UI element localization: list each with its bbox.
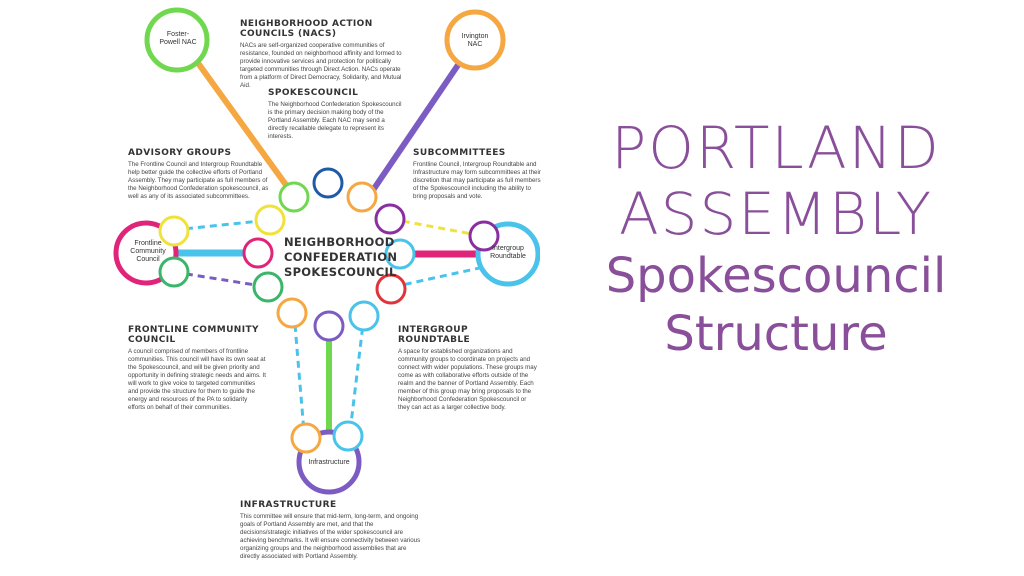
advisory-body: The Frontline Council and Intergroup Rou…	[128, 161, 269, 200]
spoke-circle	[384, 238, 416, 270]
link-infra-right	[348, 315, 366, 433]
title-panel	[540, 0, 1024, 576]
node-foster-powell	[144, 7, 210, 73]
link-frontline-bottom	[173, 270, 269, 289]
spoke-foster-powell	[182, 42, 297, 199]
nacs-heading: NEIGHBORHOOD ACTION COUNCILS (NACS)	[240, 19, 373, 39]
advisory-heading: ADVISORY GROUPS	[128, 148, 232, 158]
title-line-2: ASSEMBLY	[618, 180, 933, 248]
link-frontline-top	[173, 218, 271, 232]
spoke-circle	[348, 300, 380, 332]
advisory-section: ADVISORY GROUPS The Frontline Council an…	[128, 148, 270, 201]
irvington-label: Irvington NAC	[461, 33, 489, 48]
link-infra-left	[292, 312, 306, 433]
infrastructure-section: INFRASTRUCTURE This committee will ensur…	[240, 500, 426, 561]
spoke-circle	[312, 167, 344, 199]
spoke-circle	[278, 181, 310, 213]
intergroup-label: Intergroup Roundtable	[490, 245, 526, 260]
spokescouncil-heading: SPOKESCOUNCIL	[268, 88, 359, 98]
left-margin	[0, 0, 108, 576]
spoke-circle	[375, 273, 407, 305]
nacs-body: NACs are self-organized cooperative comm…	[240, 42, 402, 89]
intergroup-heading: INTERGROUP ROUNDTABLE	[398, 325, 471, 345]
spoke-circle	[252, 271, 284, 303]
title-line-3: Spokescouncil	[605, 248, 947, 304]
spoke-circle	[468, 220, 500, 252]
infrastructure-body: This committee will ensure that mid-term…	[240, 513, 421, 560]
spoke-circle	[158, 256, 190, 288]
spokescouncil-body: The Neighborhood Confederation Spokescou…	[268, 101, 402, 140]
subcommittees-heading: SUBCOMMITTEES	[413, 148, 506, 158]
spoke-circle	[346, 181, 378, 213]
infrastructure-heading: INFRASTRUCTURE	[240, 500, 337, 510]
spoke-circle	[374, 203, 406, 235]
spoke-circle	[290, 422, 322, 454]
subcommittees-section: SUBCOMMITTEES Frontline Council, Intergr…	[413, 148, 541, 201]
title-line-1: PORTLAND	[611, 114, 941, 182]
spoke-circle	[158, 215, 190, 247]
intergroup-body: A space for established organizations an…	[398, 348, 537, 411]
spokescouncil-diagram	[113, 7, 540, 495]
intergroup-section: INTERGROUP ROUNDTABLE A space for establ…	[398, 325, 538, 412]
frontline-body: A council comprised of members of frontl…	[128, 348, 266, 411]
spoke-circle	[332, 420, 364, 452]
foster-powell-label: Foster-Powell NAC	[159, 31, 197, 46]
subcommittees-body: Frontline Council, Intergroup Roundtable…	[413, 161, 541, 200]
center-label: NEIGHBORHOOD CONFEDERATION SPOKESCOUNCIL	[284, 235, 398, 279]
node-irvington	[444, 9, 506, 71]
spokescouncil-section: SPOKESCOUNCIL The Neighborhood Confedera…	[268, 88, 404, 141]
spoke-circle	[254, 204, 286, 236]
spoke-circle	[313, 310, 345, 342]
infrastructure-label: Infrastructure	[308, 459, 350, 466]
spoke-circle	[276, 297, 308, 329]
frontline-section: FRONTLINE COMMUNITY COUNCIL A council co…	[128, 325, 266, 412]
frontline-label: Frontline Community Council	[130, 240, 166, 263]
link-intergroup-top	[390, 217, 484, 238]
frontline-heading: FRONTLINE COMMUNITY COUNCIL	[128, 325, 259, 345]
title-line-4: Structure	[664, 306, 888, 362]
link-intergroup-bottom	[392, 265, 485, 289]
spoke-irvington	[366, 37, 478, 199]
nacs-section: NEIGHBORHOOD ACTION COUNCILS (NACS) NACs…	[240, 19, 410, 90]
spoke-circle	[242, 237, 274, 269]
slide-title: PORTLAND ASSEMBLY Spokescouncil Structur…	[548, 115, 1004, 363]
